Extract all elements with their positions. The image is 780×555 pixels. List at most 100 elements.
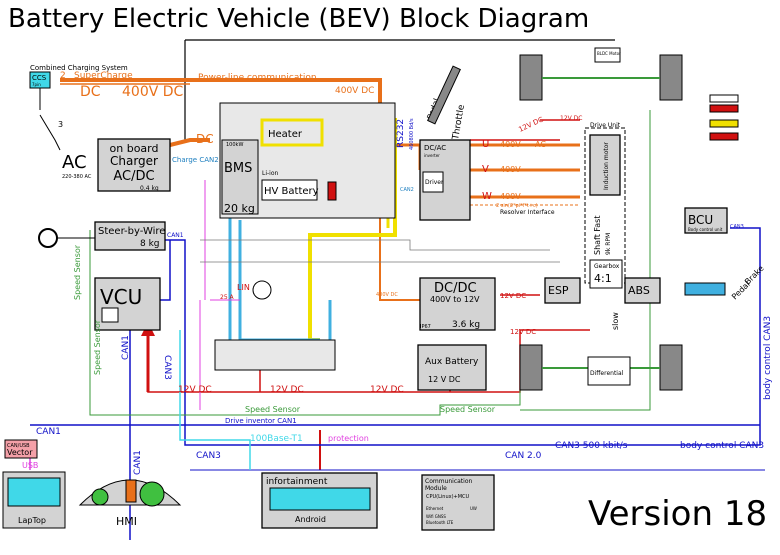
- comms-wifi: Wifi GNSS: [426, 514, 446, 519]
- lamp-2-icon: [709, 104, 739, 113]
- hmi-gauge-right: [139, 481, 165, 507]
- heater-box: [260, 118, 324, 147]
- dcdc-box: [419, 277, 496, 331]
- lamp-4-icon: [709, 132, 739, 141]
- vcu-chip-icon: [101, 307, 119, 323]
- v12-b: 12V DC: [270, 385, 304, 395]
- comms-eth: Ethernet: [426, 506, 444, 511]
- dc-400-right: 400V DC: [335, 86, 374, 96]
- inverter-sub: inverter: [424, 153, 440, 158]
- aux-battery: Aux Battery 12 V DC: [417, 344, 487, 391]
- ccs-label: CCS: [32, 74, 47, 82]
- chassis: BLDC Motor Differential: [519, 47, 683, 391]
- inverter-label: DC/AC: [424, 144, 446, 152]
- wheel-rr: [659, 344, 683, 391]
- comms-l2: Module: [425, 485, 447, 492]
- charger-box: [97, 138, 171, 192]
- charge-can2: Charge CAN2: [172, 156, 219, 164]
- contactor-box: [214, 339, 336, 371]
- brake-label: Brake: [743, 264, 766, 287]
- shaft-fast: Shaft Fast: [593, 216, 602, 255]
- steer-can: CAN1: [167, 232, 184, 239]
- gearbox-ratio: 4:1: [594, 272, 612, 285]
- wheel-rl: [519, 344, 543, 391]
- dcdc-12v: 12V DC: [500, 292, 526, 300]
- resolver-label: Resolver Interface: [500, 209, 555, 216]
- usb-label: USB: [22, 461, 38, 470]
- phase-u: U: [482, 139, 489, 150]
- esp-abs: ESP ABS Pedal Brake: [544, 264, 766, 304]
- dcdc-weight: 3.6 kg: [452, 320, 480, 330]
- dcdc-400v: 400V DC: [376, 292, 398, 298]
- hmi-indicator: [125, 479, 137, 503]
- esp-label: ESP: [548, 284, 569, 297]
- v12-c: 12V DC: [370, 385, 404, 395]
- can1-left: CAN1: [36, 427, 61, 437]
- motor-box: [589, 134, 621, 196]
- dc-voltage-label: 400V DC: [122, 84, 184, 100]
- vcu: VCU CAN1 CAN3 Speed Sensor: [93, 277, 172, 380]
- powerline-label: Power-line communication: [198, 73, 317, 83]
- gearbox-box: [589, 259, 623, 289]
- dcdc-ip: IP67: [420, 324, 431, 330]
- signal-lines: [200, 239, 560, 263]
- hmi-label: HMI: [116, 515, 137, 528]
- lin-amp: 25 A: [220, 294, 235, 301]
- bcu-body-can: body control CAN3: [763, 316, 773, 400]
- comms-bt: Bluetooth LTE: [426, 520, 454, 525]
- tools: CAN/USB Vector USB LapTop HMI: [2, 439, 182, 529]
- drive-unit-label: Drive Unit: [590, 122, 621, 129]
- vcu-speed-sensor: Speed Sensor: [93, 319, 102, 375]
- ethernet-label: 100Base-T1: [250, 434, 303, 444]
- steer-label: Steer-by-Wire: [98, 226, 165, 237]
- liion-label: Li-ion: [262, 170, 279, 177]
- phase-w: W: [482, 191, 492, 202]
- frame-wire: [184, 39, 615, 140]
- lin-relay-cluster: LIN 25 A: [214, 280, 336, 371]
- dcdc-converter: DC/DC 400V to 12V IP67 3.6 kg 12V DC 400…: [376, 277, 526, 331]
- charging-system: Combined Charging System CCS 7pin 2 Supe…: [29, 64, 374, 180]
- throttle-label: Throttle: [451, 104, 467, 142]
- v12-e: 12V DC: [560, 115, 582, 122]
- charger-l3: AC/DC: [113, 169, 154, 184]
- brake-cylinder: [684, 282, 726, 296]
- battery-kw: 100kW: [226, 142, 243, 148]
- can3-bus: [165, 227, 761, 446]
- infotainment-label: infortainment: [266, 477, 328, 487]
- fuse-icon: [327, 181, 337, 201]
- bcu-can: CAN3: [730, 224, 744, 230]
- ethernet-line: [179, 330, 251, 470]
- lin-label: LIN: [237, 283, 250, 292]
- rs232-baud: 460800 Bd/s: [409, 118, 415, 150]
- hmi-can1: CAN1: [133, 450, 143, 475]
- aux-l2: 12 V DC: [428, 375, 461, 384]
- drive-inverter-can1: Drive inventor CAN1: [225, 417, 297, 425]
- steer-box: [94, 221, 166, 251]
- bcu-box: [684, 207, 728, 234]
- driver-box: [422, 171, 444, 193]
- infotainment-screen: [269, 487, 371, 511]
- lamp-3-icon: [709, 119, 739, 128]
- differential-box: [587, 356, 631, 386]
- speed-sensor-1: Speed Sensor: [245, 405, 301, 414]
- v12-a: 12V DC: [178, 385, 212, 395]
- wheel-fl: [519, 54, 543, 101]
- speed-sensor-line: [89, 230, 521, 416]
- phase-w-volt: 400V: [500, 192, 521, 201]
- wheel-sensor-line: [520, 110, 651, 411]
- ac-cable: [39, 88, 61, 151]
- battery-weight: 20 kg: [224, 202, 255, 215]
- vcu-can1: CAN1: [121, 335, 131, 360]
- motor-label: Induction motor: [603, 142, 610, 190]
- charger-dc-out: DC: [196, 132, 214, 146]
- drive-unit: Drive Unit Induction motor Shaft Fast 9k…: [517, 115, 626, 330]
- heater-label: Heater: [268, 129, 303, 140]
- abs-label: ABS: [628, 284, 650, 297]
- charger-weight: 0.4 kg: [140, 185, 159, 192]
- comms-l1: Communication: [425, 478, 472, 485]
- sincos-label: 2 sin(2*pi*f*t+c): [496, 203, 538, 209]
- bldc-label: BLDC Motor: [597, 51, 621, 56]
- can3-left: CAN3: [196, 451, 221, 461]
- hv-battery-pack: BMS 20 kg 100kW HV Battery Li-ion Heater: [219, 102, 396, 219]
- protection-label: protection: [328, 434, 369, 443]
